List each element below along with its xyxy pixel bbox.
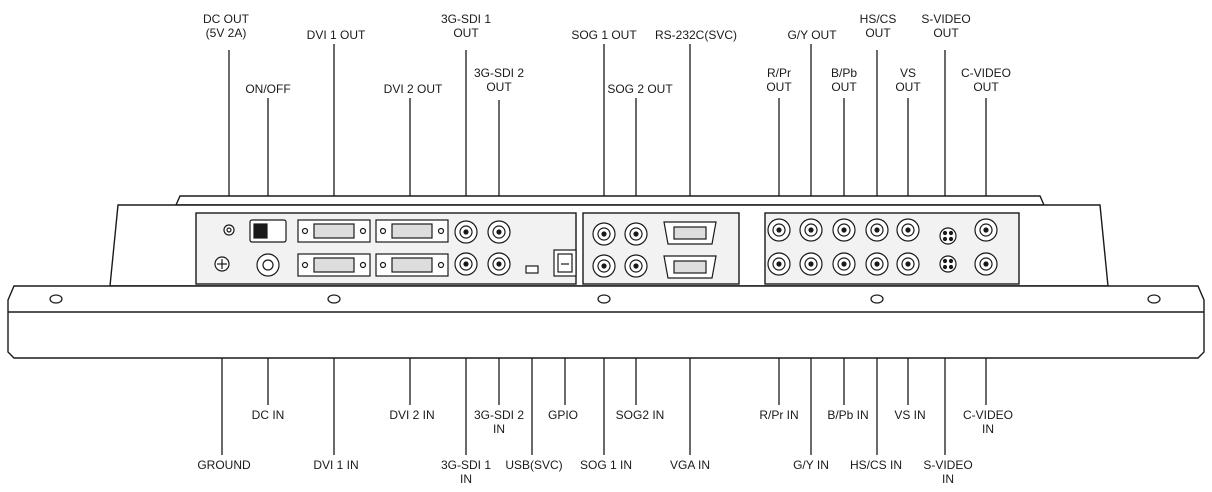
- label-gy-out: G/Y OUT: [787, 28, 837, 42]
- label-hscs-in: HS/CS IN: [849, 458, 903, 472]
- label-ground: GROUND: [197, 458, 251, 472]
- label-svideo-out: S-VIDEO OUT: [921, 12, 971, 40]
- label-3g-sdi2-in: 3G-SDI 2 IN: [473, 408, 525, 436]
- label-gpio: GPIO: [547, 408, 579, 422]
- label-3g-sdi1-out: 3G-SDI 1 OUT: [440, 12, 492, 40]
- label-dvi1-in: DVI 1 IN: [313, 458, 359, 472]
- svideo-connectors: [939, 227, 957, 273]
- power-switch: [249, 219, 287, 243]
- label-sog2-out: SOG 2 OUT: [607, 82, 673, 96]
- label-vs-out: VS OUT: [895, 66, 921, 94]
- label-3g-sdi2-out: 3G-SDI 2 OUT: [473, 66, 525, 94]
- sdi-bnc-connectors: [454, 220, 511, 276]
- label-dc-in: DC IN: [251, 408, 285, 422]
- label-rpr-in: R/Pr IN: [759, 408, 799, 422]
- label-dvi2-in: DVI 2 IN: [389, 408, 435, 422]
- label-bpb-in: B/Pb IN: [827, 408, 869, 422]
- label-dvi2-out: DVI 2 OUT: [383, 82, 443, 96]
- label-rs232: RS-232C(SVC): [654, 28, 738, 42]
- component-bnc-connectors: [767, 218, 998, 276]
- label-vs-in: VS IN: [894, 408, 926, 422]
- label-on-off: ON/OFF: [245, 82, 291, 96]
- label-hscs-out: HS/CS OUT: [859, 12, 897, 40]
- label-cvideo-in: C-VIDEO IN: [962, 408, 1014, 436]
- label-usb: USB(SVC): [505, 458, 563, 472]
- label-gy-in: G/Y IN: [793, 458, 829, 472]
- label-cvideo-out: C-VIDEO OUT: [960, 66, 1012, 94]
- sog-bnc-connectors: [592, 222, 648, 278]
- label-dc-out: DC OUT (5V 2A): [203, 12, 249, 40]
- label-svideo-in: S-VIDEO IN: [923, 458, 973, 486]
- label-sog1-in: SOG 1 IN: [579, 458, 633, 472]
- label-rpr-out: R/Pr OUT: [766, 66, 792, 94]
- dc-in-jack: [256, 253, 280, 277]
- dc-out-jack: [223, 224, 235, 236]
- label-sog2-in: SOG2 IN: [615, 408, 665, 422]
- mounting-holes: [49, 294, 1161, 304]
- label-3g-sdi1-in: 3G-SDI 1 IN: [440, 458, 492, 486]
- gpio-port: [553, 249, 577, 277]
- ground-terminal: [214, 256, 230, 272]
- label-dvi1-out: DVI 1 OUT: [306, 28, 366, 42]
- dsub-connectors: [663, 221, 717, 279]
- label-sog1-out: SOG 1 OUT: [571, 28, 637, 42]
- label-bpb-out: B/Pb OUT: [830, 66, 858, 94]
- usb-port: [525, 265, 539, 274]
- label-vga-in: VGA IN: [669, 458, 711, 472]
- dvi-connectors: [297, 219, 449, 277]
